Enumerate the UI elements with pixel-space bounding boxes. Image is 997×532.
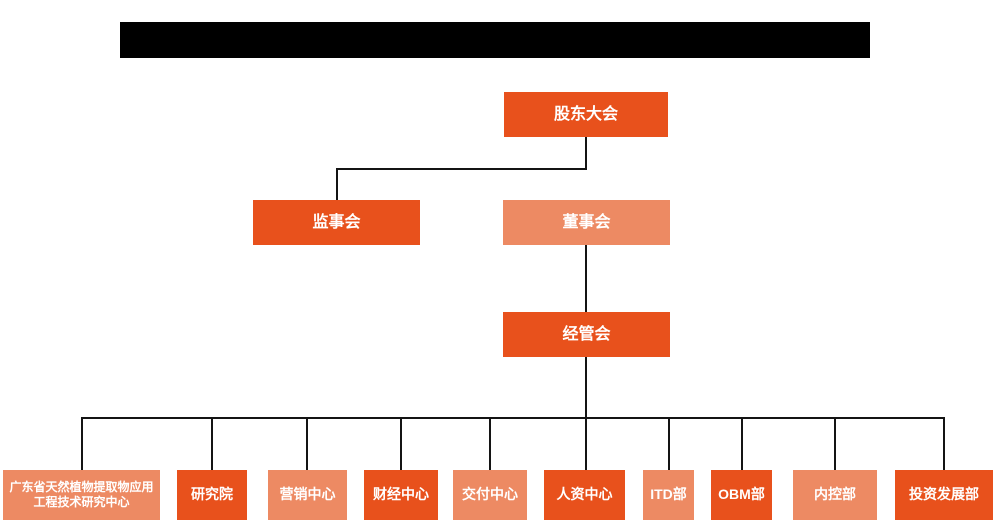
org-node-hr-center: 人资中心	[544, 470, 625, 520]
org-node-marketing-center: 营销中心	[268, 470, 347, 520]
connector-drop-research	[211, 417, 213, 470]
connector-shareholders-down	[585, 137, 587, 168]
connector-level2-horizontal	[336, 168, 587, 170]
org-node-management-committee: 经管会	[503, 312, 670, 357]
connector-drop-itd	[668, 417, 670, 470]
connector-drop-investment	[943, 417, 945, 470]
connector-directors-to-management	[585, 245, 587, 312]
org-node-research-institute: 研究院	[177, 470, 247, 520]
connector-supervisors-drop	[336, 168, 338, 200]
org-node-obm-department: OBM部	[711, 470, 772, 520]
connector-drop-finance	[400, 417, 402, 470]
org-node-board-of-directors: 董事会	[503, 200, 670, 245]
redacted-title-bar	[120, 22, 870, 58]
org-node-shareholders-meeting: 股东大会	[504, 92, 668, 137]
connector-drop-gd-center	[81, 417, 83, 470]
connector-drop-marketing	[306, 417, 308, 470]
org-node-supervisory-board: 监事会	[253, 200, 420, 245]
org-node-finance-center: 财经中心	[364, 470, 438, 520]
connector-management-trunk	[585, 357, 587, 470]
connector-drop-delivery	[489, 417, 491, 470]
connector-drop-obm	[741, 417, 743, 470]
org-node-internal-control-department: 内控部	[793, 470, 877, 520]
org-node-investment-development-department: 投资发展部	[895, 470, 993, 520]
org-node-itd-department: ITD部	[643, 470, 694, 520]
connector-level4-horizontal	[81, 417, 945, 419]
org-node-delivery-center: 交付中心	[453, 470, 527, 520]
org-node-gd-research-center: 广东省天然植物提取物应用工程技术研究中心	[3, 470, 160, 520]
connector-drop-internal-control	[834, 417, 836, 470]
